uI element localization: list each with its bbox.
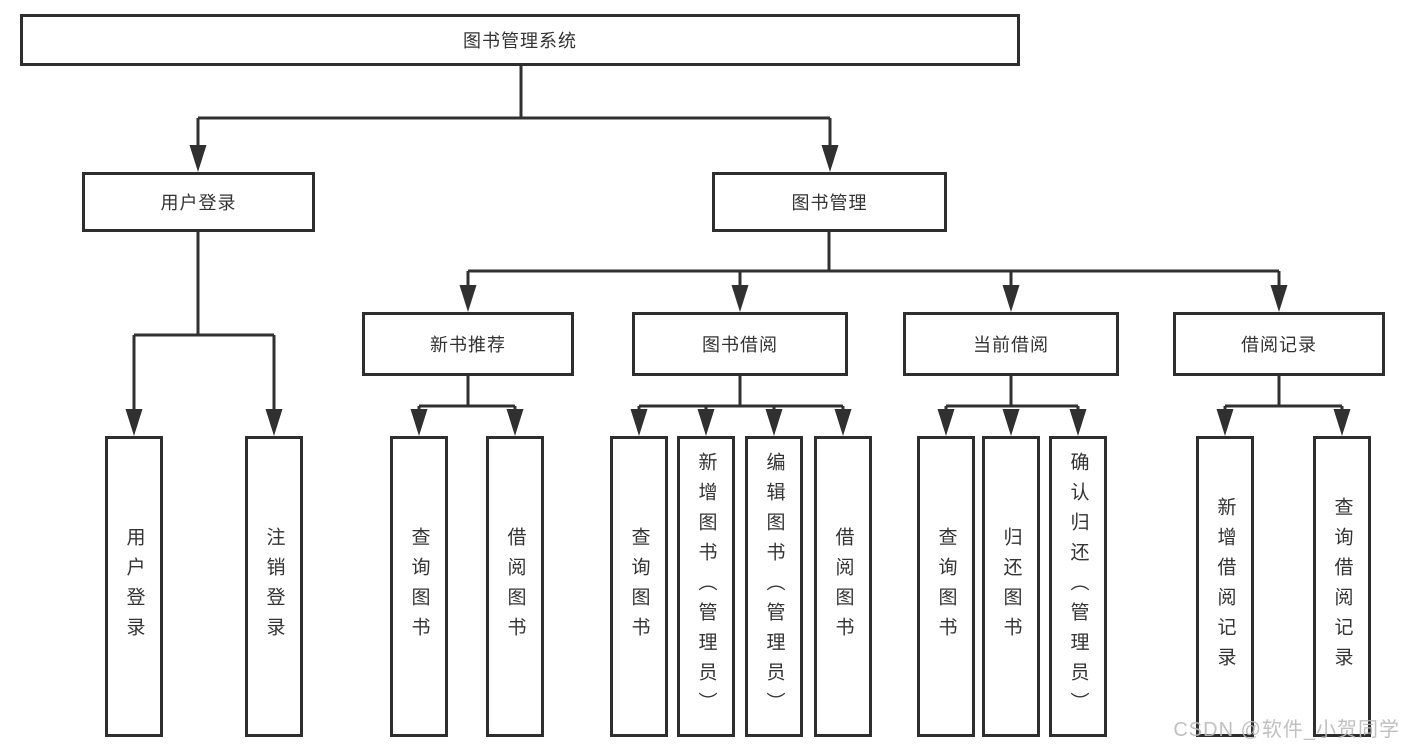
node-label: 查询图书 [408, 526, 430, 647]
edges-book-borrowing [630, 376, 852, 436]
node-label: 当前借阅 [973, 335, 1049, 355]
node-new-book-recommend: 新书推荐 [362, 312, 574, 376]
node-label: 用户登录 [123, 526, 145, 647]
node-label: 编辑图书（管理员） [763, 451, 785, 722]
leaf-add-book-admin: 新增图书（管理员） [677, 436, 735, 737]
arrowhead [731, 285, 749, 312]
edges-current-borrowing [937, 376, 1087, 436]
node-label: 确认归还（管理员） [1067, 451, 1089, 722]
node-label: 查询图书 [628, 526, 650, 647]
node-label: 图书管理 [791, 193, 868, 213]
arrowhead [1333, 409, 1351, 436]
arrowhead [630, 409, 648, 436]
edges-root-to-level2 [189, 66, 839, 172]
node-label: 新增借阅记录 [1214, 496, 1236, 677]
arrowhead [1069, 409, 1087, 436]
node-label: 注销登录 [263, 526, 285, 647]
node-label: 用户登录 [160, 193, 237, 213]
arrowhead [765, 409, 783, 436]
edges-book-management-branch [459, 232, 1288, 312]
node-label: 借阅图书 [832, 526, 854, 647]
leaf-query-books-recommend: 查询图书 [390, 436, 448, 737]
leaf-edit-book-admin: 编辑图书（管理员） [745, 436, 803, 737]
leaf-query-books-current: 查询图书 [917, 436, 975, 737]
arrowhead [265, 409, 283, 436]
node-current-borrowing: 当前借阅 [903, 312, 1119, 376]
arrowhead [506, 409, 524, 436]
leaf-user-login: 用户登录 [105, 436, 163, 737]
leaf-query-books-borrowing: 查询图书 [610, 436, 668, 737]
arrowhead [937, 409, 955, 436]
node-label: 图书借阅 [702, 335, 778, 355]
leaf-query-borrow-record: 查询借阅记录 [1313, 436, 1371, 737]
arrowhead [189, 145, 207, 172]
node-label: 新增图书（管理员） [695, 451, 717, 722]
node-user-login-branch: 用户登录 [82, 172, 315, 232]
node-label: 归还图书 [1000, 526, 1022, 647]
edges-user-login-branch [125, 232, 283, 436]
arrowhead [410, 409, 428, 436]
arrowhead [1002, 285, 1020, 312]
node-label: 借阅记录 [1241, 335, 1317, 355]
node-label: 借阅图书 [504, 526, 526, 647]
leaf-confirm-return-admin: 确认归还（管理员） [1049, 436, 1107, 737]
node-label: 新书推荐 [430, 335, 506, 355]
leaf-add-borrow-record: 新增借阅记录 [1196, 436, 1254, 737]
arrowhead [821, 145, 839, 172]
arrowhead [125, 409, 143, 436]
node-label: 查询借阅记录 [1331, 496, 1353, 677]
arrowhead [1270, 285, 1288, 312]
arrowhead [1002, 409, 1020, 436]
edges-new-book-recommend [410, 376, 524, 436]
leaf-logout: 注销登录 [245, 436, 303, 737]
node-book-management: 图书管理 [712, 172, 947, 232]
edges-borrowing-records [1216, 376, 1351, 436]
arrowhead [1216, 409, 1234, 436]
arrowhead [697, 409, 715, 436]
node-book-borrowing: 图书借阅 [632, 312, 848, 376]
arrowhead [459, 285, 477, 312]
node-label: 查询图书 [935, 526, 957, 647]
leaf-borrow-books: 借阅图书 [814, 436, 872, 737]
arrowhead [834, 409, 852, 436]
node-borrowing-records: 借阅记录 [1173, 312, 1385, 376]
leaf-return-books: 归还图书 [982, 436, 1040, 737]
leaf-borrow-books-recommend: 借阅图书 [486, 436, 544, 737]
node-label: 图书管理系统 [463, 31, 577, 51]
node-library-system: 图书管理系统 [20, 14, 1020, 66]
